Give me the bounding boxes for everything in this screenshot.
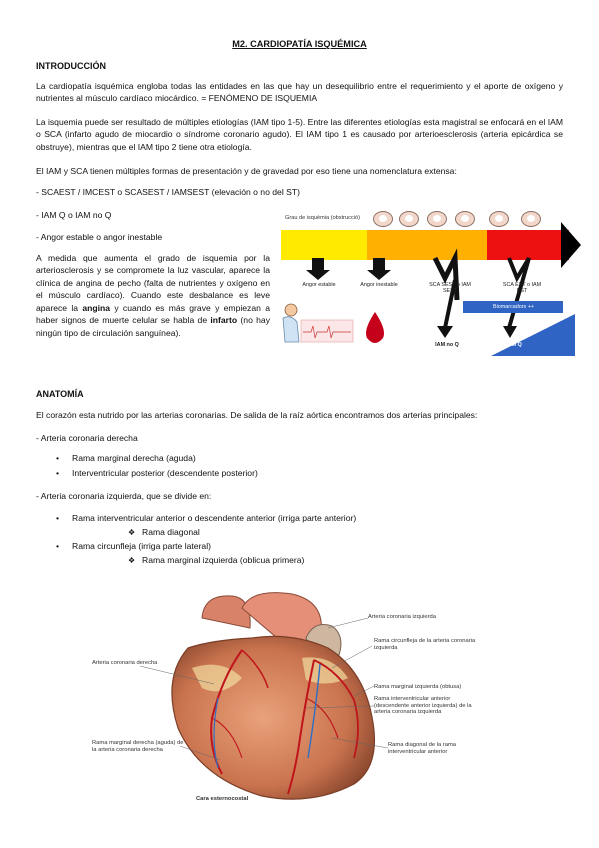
acd-bullet-1: •Rama marginal derecha (aguda) [56,453,196,463]
nomenclature-item-1: - SCAEST / IMCEST o SCASEST / IAMSEST (e… [36,187,300,197]
ischemia-band-orange [367,230,487,260]
label-iam-q: IAM Q [506,342,522,348]
caption-marginal-derecha: Rama marginal derecha (aguda) de la arte… [92,740,184,753]
aci-bullet-1: •Rama interventricular anterior o descen… [56,513,357,523]
acd-bullet-2: •Interventricular posterior (descendente… [56,468,258,478]
figure-caption: Cara esternocostal [196,796,249,802]
aci-bullet-2: •Rama circunfleja (irriga parte lateral) [56,541,211,551]
biomarkers-band: Biomarcadors ++ [463,301,563,313]
anatomy-heading: ANATOMÍA [36,389,84,399]
biomarkers-triangle [491,314,575,356]
intro-heading: INTRODUCCIÓN [36,61,106,71]
nomenclature-item-3: - Angor estable o angor inestable [36,232,163,242]
ischemia-band-yellow [281,230,367,260]
vessel-icon [489,211,509,227]
vessel-icon [521,211,541,227]
diagram-label: Grau de isquèmia (obstrucció) [285,215,360,221]
label-angor-inestable: Angor inestable [360,282,398,288]
label-iam-no-q: IAM no Q [435,342,459,348]
vessel-icon [427,211,447,227]
heart-drawing [139,592,389,800]
ischemia-band-red [487,230,569,260]
acd-heading: - Arteria coronaria derecha [36,433,138,443]
caption-interventricular-anterior: Rama interventricular anterior (descende… [374,696,472,716]
vessel-icon [455,211,475,227]
anatomy-paragraph: El corazón esta nutrido por las arterias… [36,410,478,420]
caption-aci: Arteria coronaria izquierda [368,614,436,620]
intro-paragraph-2: La isquemia puede ser resultado de múlti… [36,117,563,152]
nomenclature-item-2: - IAM Q o IAM no Q [36,210,112,220]
diamond-bullet-icon: ❖ [128,556,136,565]
document-title: M2. CARDIOPATÍA ISQUÉMICA [232,39,367,49]
label-sca-est: SCA EST o IAM EST [502,282,542,295]
aci-sub-2: ❖Rama marginal izquierda (oblicua primer… [128,555,305,565]
aci-heading: - Arteria coronaria izquierda, que se di… [36,491,212,501]
intro-paragraph-1: La cardiopatía isquémica engloba todas l… [36,81,563,104]
band-arrow-head [561,222,581,268]
heart-illustration: Arteria coronaria izquierda Rama circunf… [92,588,532,810]
caption-acd: Arteria coronaria derecha [92,660,158,666]
vessel-icon [399,211,419,227]
diamond-bullet-icon: ❖ [128,528,136,537]
ischemia-paragraph: A medida que aumenta el grado de isquemi… [36,253,270,338]
vessel-icon [373,211,393,227]
label-sca-sest: SCA SEST o IAM SEST [429,282,471,295]
intro-paragraph-3: El IAM y SCA tienen múltiples formas de … [36,166,457,176]
ischemia-diagram: Grau de isquèmia (obstrucció) [277,208,581,356]
aci-sub-1: ❖Rama diagonal [128,527,200,537]
label-angor-estable: Angor estable [302,282,336,288]
caption-marginal-izquierda: Rama marginal izquierda (obtusa) [374,684,462,690]
caption-rama-diagonal: Rama diagonal de la rama interventricula… [388,742,456,755]
caption-circunfleja: Rama circunfleja de la arteria coronaria… [374,638,476,651]
